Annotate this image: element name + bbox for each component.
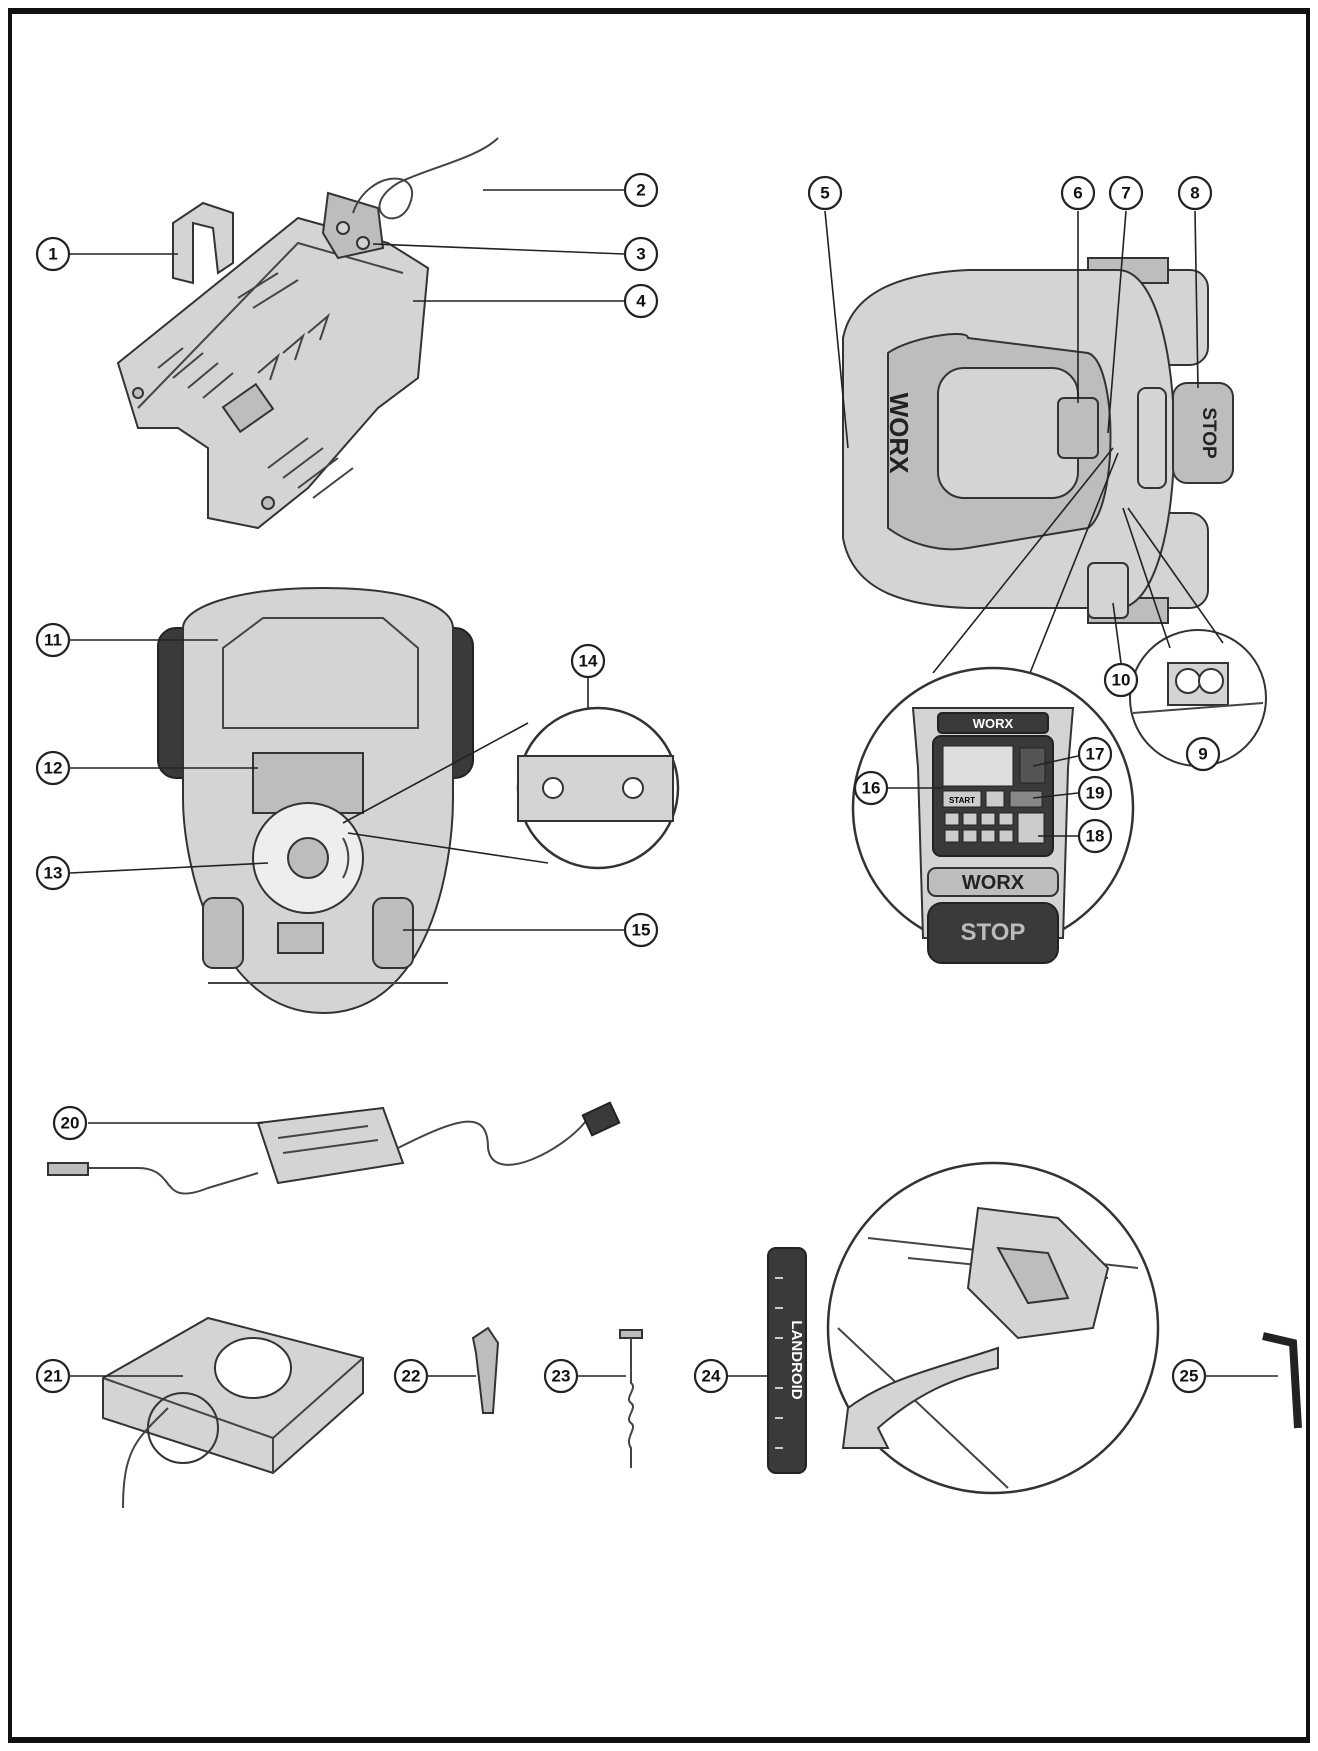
svg-text:13: 13 [44,864,63,883]
svg-text:11: 11 [44,631,62,650]
svg-text:16: 16 [862,779,881,798]
callout-6: 6 [1060,175,1096,211]
boundary-peg [471,1326,500,1414]
boundary-wire-spool [102,1316,364,1509]
svg-text:12: 12 [44,759,63,778]
svg-text:6: 6 [1073,184,1082,203]
callout-21: 21 [35,1358,71,1394]
svg-text:9: 9 [1198,745,1207,764]
brand-label-panel-bar: WORX [962,872,1025,894]
detail-14-blade [342,706,680,870]
stop-label-mower: STOP [1198,407,1219,459]
home-icon [985,790,1005,808]
ruler-brand-label: LANDROID [788,1320,805,1399]
power-supply [47,1101,621,1195]
distance-ruler: LANDROID [767,1247,807,1474]
callout-2: 2 [623,172,659,208]
arrow-curve-icon [841,1346,999,1449]
svg-text:4: 4 [636,292,646,311]
callout-5: 5 [807,175,843,211]
svg-text:2: 2 [636,181,645,200]
bottom-edge-bar [10,1737,1308,1743]
callout-23: 23 [543,1358,579,1394]
callout-20: 20 [52,1105,88,1141]
callout-13: 13 [35,855,71,891]
svg-text:1: 1 [48,245,57,264]
callout-25: 25 [1171,1358,1207,1394]
svg-text:3: 3 [636,245,645,264]
mower-top-view: STOP WORX [842,257,1234,624]
svg-text:7: 7 [1121,184,1130,203]
callout-17: 17 [1077,736,1113,772]
callout-3: 3 [623,236,659,272]
callout-15: 15 [623,912,659,948]
svg-text:21: 21 [44,1367,63,1386]
callout-9: 9 [1185,736,1221,772]
callout-18: 18 [1077,818,1113,854]
callout-7: 7 [1108,175,1144,211]
svg-text:17: 17 [1086,745,1105,764]
callout-16: 16 [853,770,889,806]
callout-10: 10 [1103,662,1139,698]
mower-underside-view [157,586,474,1015]
svg-text:23: 23 [552,1367,571,1386]
charging-station [116,137,499,530]
callout-19: 19 [1077,775,1113,811]
top-edge-bar [10,8,1308,14]
leader-lines [69,189,1278,1377]
detail-9-charging-contacts [1122,507,1267,767]
brand-label-mower: WORX [884,393,914,475]
rotation-arrow-icon [342,837,350,879]
callout-11: 11 [35,622,71,658]
callout-14: 14 [570,643,606,679]
svg-text:15: 15 [632,921,651,940]
callout-24: 24 [693,1358,729,1394]
callout-8: 8 [1177,175,1213,211]
svg-text:24: 24 [702,1367,721,1386]
svg-text:8: 8 [1190,184,1199,203]
callout-12: 12 [35,750,71,786]
docking-screw [619,1329,643,1468]
start-key-label: START [949,796,975,805]
callout-4: 4 [623,283,659,319]
callout-22: 22 [393,1358,429,1394]
brand-label-panel: WORX [973,716,1014,731]
illustration-frame: STOP WORX WORX START [8,8,1310,1743]
allen-key [1262,1332,1302,1429]
stop-label-panel: STOP [961,919,1026,946]
svg-text:14: 14 [579,652,598,671]
svg-text:10: 10 [1112,671,1131,690]
power-icon [1009,790,1043,808]
detail-mower-in-station [826,1161,1160,1495]
svg-text:20: 20 [61,1114,80,1133]
callout-1: 1 [35,236,71,272]
svg-text:25: 25 [1180,1367,1199,1386]
svg-text:22: 22 [402,1367,421,1386]
svg-text:19: 19 [1086,784,1105,803]
svg-text:18: 18 [1086,827,1105,846]
svg-text:5: 5 [820,184,829,203]
